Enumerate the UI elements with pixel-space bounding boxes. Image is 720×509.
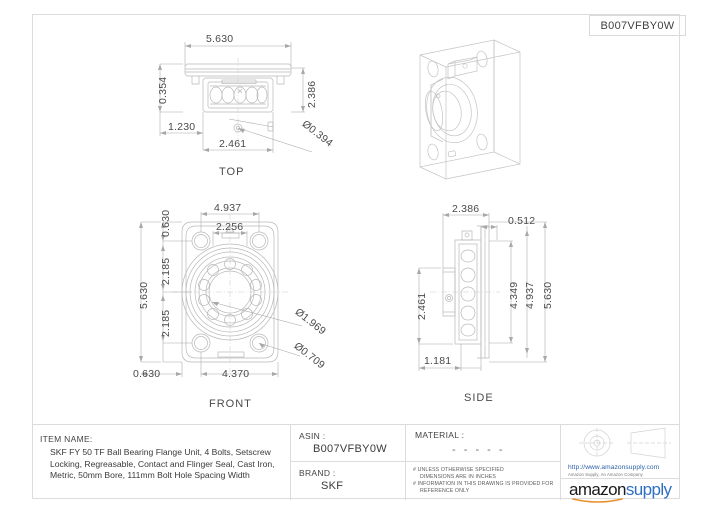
asin-cell: ASIN : B007VFBY0W	[291, 425, 405, 462]
dim-top-overall-height: 2.386	[306, 80, 318, 108]
dim-top-flange-height: 0.354	[157, 76, 169, 104]
asin-tag-text: B007VFBY0W	[600, 19, 675, 32]
dim-side-base-offset: 1.181	[424, 355, 452, 367]
notes-cell: # UNLESS OTHERWISE SPECIFIED DIMENSIONS …	[406, 462, 560, 500]
note-dimensions-line1: # UNLESS OTHERWISE SPECIFIED	[413, 467, 504, 473]
dim-side-flange-thk: 0.512	[508, 215, 536, 227]
note-dimensions-line2: DIMENSIONS ARE IN INCHES	[420, 473, 496, 480]
view-label-front: FRONT	[209, 398, 252, 410]
view-label-side: SIDE	[464, 392, 494, 404]
dim-side-overall-height: 5.630	[542, 281, 554, 309]
brand-label: BRAND :	[299, 468, 336, 478]
note-reference: # INFORMATION IN THIS DRAWING IS PROVIDE…	[413, 481, 558, 494]
dim-front-edge-top: 0.630	[160, 209, 172, 237]
amazonsupply-url-box[interactable]: http://www.amazonsupply.com Amazon Suppl…	[561, 462, 680, 479]
dim-front-half-down: 2.185	[160, 309, 172, 337]
title-block-item-name-cell: ITEM NAME: SKF FY 50 TF Ball Bearing Fla…	[32, 425, 290, 500]
dim-side-bolt-span: 4.349	[508, 281, 520, 309]
dim-front-half-up: 2.185	[160, 257, 172, 285]
projection-symbol-box	[561, 425, 680, 462]
dim-front-edge-bottom: 0.630	[133, 368, 161, 380]
logo-amazon-text: amazon	[569, 480, 626, 499]
note-reference-line2: REFERENCE ONLY	[420, 487, 470, 494]
dim-top-offset-left: 1.230	[168, 121, 196, 133]
item-name-label: ITEM NAME:	[40, 434, 93, 444]
asin-label: ASIN :	[299, 431, 326, 441]
brand-cell: BRAND : SKF	[291, 462, 405, 500]
brand-value: SKF	[321, 480, 344, 492]
amazon-smile-icon	[572, 498, 623, 503]
note-reference-line1: # INFORMATION IN THIS DRAWING IS PROVIDE…	[413, 481, 554, 487]
amazonsupply-tagline: Amazon Supply, An Amazon Company	[568, 471, 643, 477]
view-label-top: TOP	[219, 166, 245, 178]
asin-value: B007VFBY0W	[313, 443, 387, 455]
amazonsupply-url[interactable]: http://www.amazonsupply.com	[568, 464, 660, 471]
dim-front-bolt-span: 4.937	[214, 202, 242, 214]
title-block-logo-cell: http://www.amazonsupply.com Amazon Suppl…	[560, 425, 680, 503]
asin-tag: B007VFBY0W	[589, 15, 686, 36]
dim-top-center-span: 2.461	[219, 138, 247, 150]
projection-symbols	[579, 427, 671, 459]
dim-side-depth: 2.386	[452, 203, 480, 215]
title-block-asin-brand-cell: ASIN : B007VFBY0W BRAND : SKF	[290, 425, 405, 500]
item-name-value: SKF FY 50 TF Ball Bearing Flange Unit, 4…	[50, 447, 275, 481]
dim-front-overall-height: 5.630	[138, 281, 150, 309]
dim-side-inner-height: 4.937	[524, 281, 536, 309]
dim-front-bottom-span: 4.370	[222, 368, 250, 380]
material-value: - - - - -	[452, 444, 506, 456]
title-block: ITEM NAME: SKF FY 50 TF Ball Bearing Fla…	[32, 424, 680, 503]
amazonsupply-logo-box: amazonsupply	[561, 479, 680, 503]
amazonsupply-logo: amazonsupply	[569, 480, 672, 500]
dim-front-inner-span: 2.256	[216, 221, 244, 233]
dim-side-housing-height: 2.461	[416, 292, 428, 320]
dim-top-width: 5.630	[206, 33, 234, 45]
drawing-frame	[32, 14, 680, 499]
title-block-material-notes-cell: MATERIAL : - - - - - # UNLESS OTHERWISE …	[405, 425, 560, 500]
material-cell: MATERIAL : - - - - -	[406, 425, 560, 462]
note-dimensions: # UNLESS OTHERWISE SPECIFIED DIMENSIONS …	[413, 467, 558, 480]
material-label: MATERIAL :	[415, 430, 465, 440]
logo-supply-text: supply	[625, 480, 672, 499]
